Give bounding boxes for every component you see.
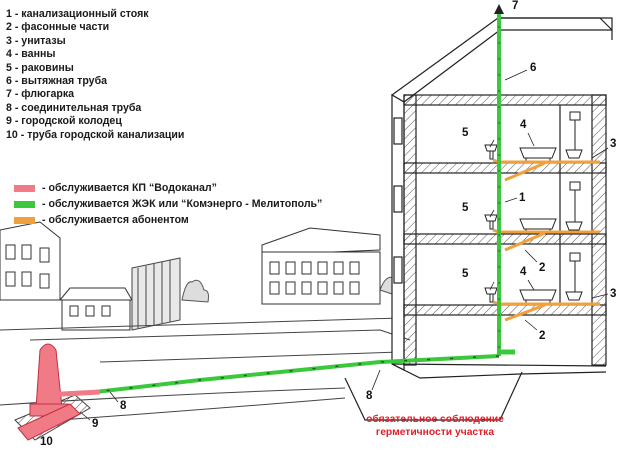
vodokanal-well <box>14 343 101 441</box>
service-row-zhek: - обслуживается ЖЭК или “Комэнерго - Мел… <box>14 197 322 211</box>
label-4-bath-low: 4 <box>520 266 527 278</box>
label-8-connecting: 8 <box>120 400 127 412</box>
swatch-vodokanal <box>14 184 35 192</box>
label-10-city-pipe: 10 <box>40 436 53 448</box>
legend-item: 2 - фасонные части <box>6 21 110 34</box>
label-5-sink-top: 5 <box>462 127 469 139</box>
legend-item: 1 - канализационный стояк <box>6 8 149 20</box>
service-label: - обслуживается КП “Водоканал” <box>42 182 217 194</box>
service-row-vodokanal: - обслуживается КП “Водоканал” <box>14 181 322 195</box>
label-2-fitting-low: 2 <box>539 330 546 342</box>
label-2-fitting-mid: 2 <box>539 262 546 274</box>
label-8-trench: 8 <box>366 390 373 402</box>
label-7-vane: 7 <box>512 0 519 12</box>
label-6-vent-pipe: 6 <box>530 62 537 74</box>
service-label: - обслуживается абонентом <box>42 214 189 226</box>
label-1-riser: 1 <box>519 192 526 204</box>
service-row-abonent: - обслуживается абонентом <box>14 213 322 227</box>
fence <box>131 257 181 331</box>
legend-item: 10 - труба городской канализации <box>6 128 185 141</box>
legend-item: 4 - ванны <box>6 48 56 61</box>
sealing-note-line2: герметичности участка <box>375 427 495 438</box>
label-3-toilet-top: 3 <box>610 138 617 150</box>
sealing-note-line1: обязательное соблюдение <box>366 414 504 425</box>
label-5-sink-low: 5 <box>462 268 469 280</box>
mid-building <box>261 227 381 305</box>
legend-item: 3 - унитазы <box>6 34 66 47</box>
main-building <box>390 17 613 379</box>
legend-item: 6 - вытяжная труба <box>6 75 108 88</box>
fixtures <box>484 111 583 304</box>
legend-item: 5 - раковины <box>6 61 74 74</box>
service-label: - обслуживается ЖЭК или “Комэнерго - Мел… <box>42 198 323 210</box>
legend-item: 8 - соединительная труба <box>6 101 142 114</box>
legend-item: 7 - флюгарка <box>6 88 75 101</box>
leader-lines <box>79 69 609 421</box>
label-3-toilet-low: 3 <box>610 288 617 300</box>
label-5-sink-mid: 5 <box>462 202 469 214</box>
left-building <box>0 221 61 301</box>
sealing-note: обязательное соблюдение герметичности уч… <box>355 413 515 439</box>
low-building <box>58 287 133 331</box>
service-legend: - обслуживается КП “Водоканал” - обслужи… <box>14 181 322 229</box>
legend-list: 1 - канализационный стояк 2 - фасонные ч… <box>6 8 184 142</box>
swatch-zhek <box>14 200 35 208</box>
label-4-bath-top: 4 <box>520 119 527 131</box>
legend-item: 9 - городской колодец <box>6 115 122 128</box>
trench <box>344 371 523 421</box>
swatch-abonent <box>14 216 35 224</box>
label-9-well: 9 <box>92 418 99 430</box>
zhek-pipes <box>94 4 515 394</box>
